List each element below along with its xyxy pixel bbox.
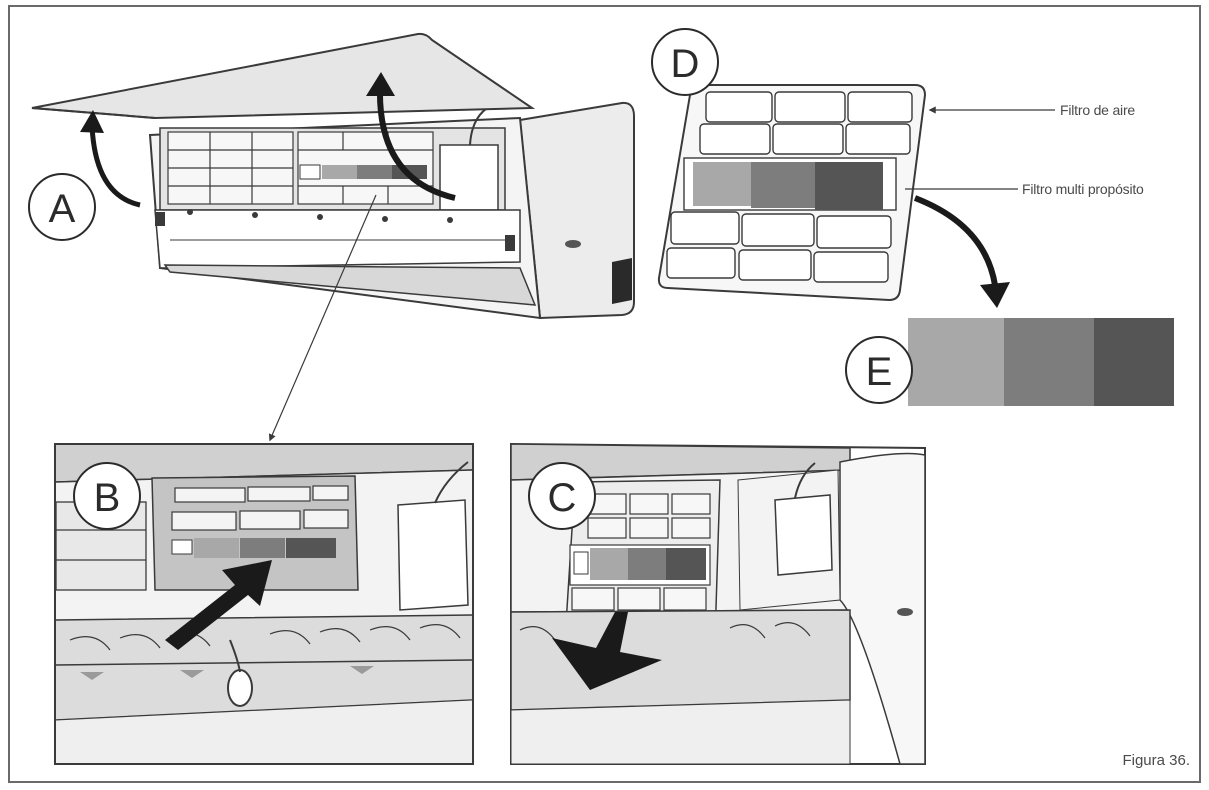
e-strip-mid bbox=[1004, 318, 1094, 406]
arrow-d-to-e bbox=[913, 195, 998, 286]
b-strip-light bbox=[194, 538, 239, 558]
label-c: C bbox=[548, 476, 577, 520]
label-b: B bbox=[94, 476, 121, 520]
d-strip-mid bbox=[751, 162, 815, 208]
label-a-badge: A bbox=[28, 173, 96, 241]
d-strip-light bbox=[693, 162, 751, 206]
filter-strip-e bbox=[908, 318, 1174, 406]
d-strip-dark bbox=[815, 162, 883, 210]
e-strip-dark bbox=[1094, 318, 1174, 406]
b-strip-dark bbox=[286, 538, 336, 558]
panel-b bbox=[54, 443, 474, 765]
b-strip-mid bbox=[240, 538, 285, 558]
callout-air-filter: Filtro de aire bbox=[1060, 102, 1135, 118]
filter-d bbox=[657, 84, 927, 302]
label-d: D bbox=[671, 42, 700, 86]
leader-to-b bbox=[268, 194, 377, 442]
c-strip-dark bbox=[666, 548, 706, 580]
label-c-badge: C bbox=[528, 462, 596, 530]
label-b-badge: B bbox=[73, 462, 141, 530]
label-e: E bbox=[866, 350, 893, 394]
panel-c bbox=[510, 442, 926, 765]
main-strip-light bbox=[322, 165, 357, 179]
figure-caption: Figura 36. bbox=[1122, 752, 1190, 769]
c-strip-light bbox=[590, 548, 628, 580]
label-e-badge: E bbox=[845, 336, 913, 404]
label-a: A bbox=[49, 187, 76, 231]
c-strip-mid bbox=[628, 548, 666, 580]
e-strip-light bbox=[908, 318, 1004, 406]
ac-unit-main bbox=[31, 32, 635, 442]
main-strip-white bbox=[299, 164, 321, 180]
callout-multi-filter: Filtro multi propósito bbox=[1022, 181, 1144, 197]
main-strip-mid bbox=[357, 165, 392, 179]
label-d-badge: D bbox=[651, 28, 719, 96]
